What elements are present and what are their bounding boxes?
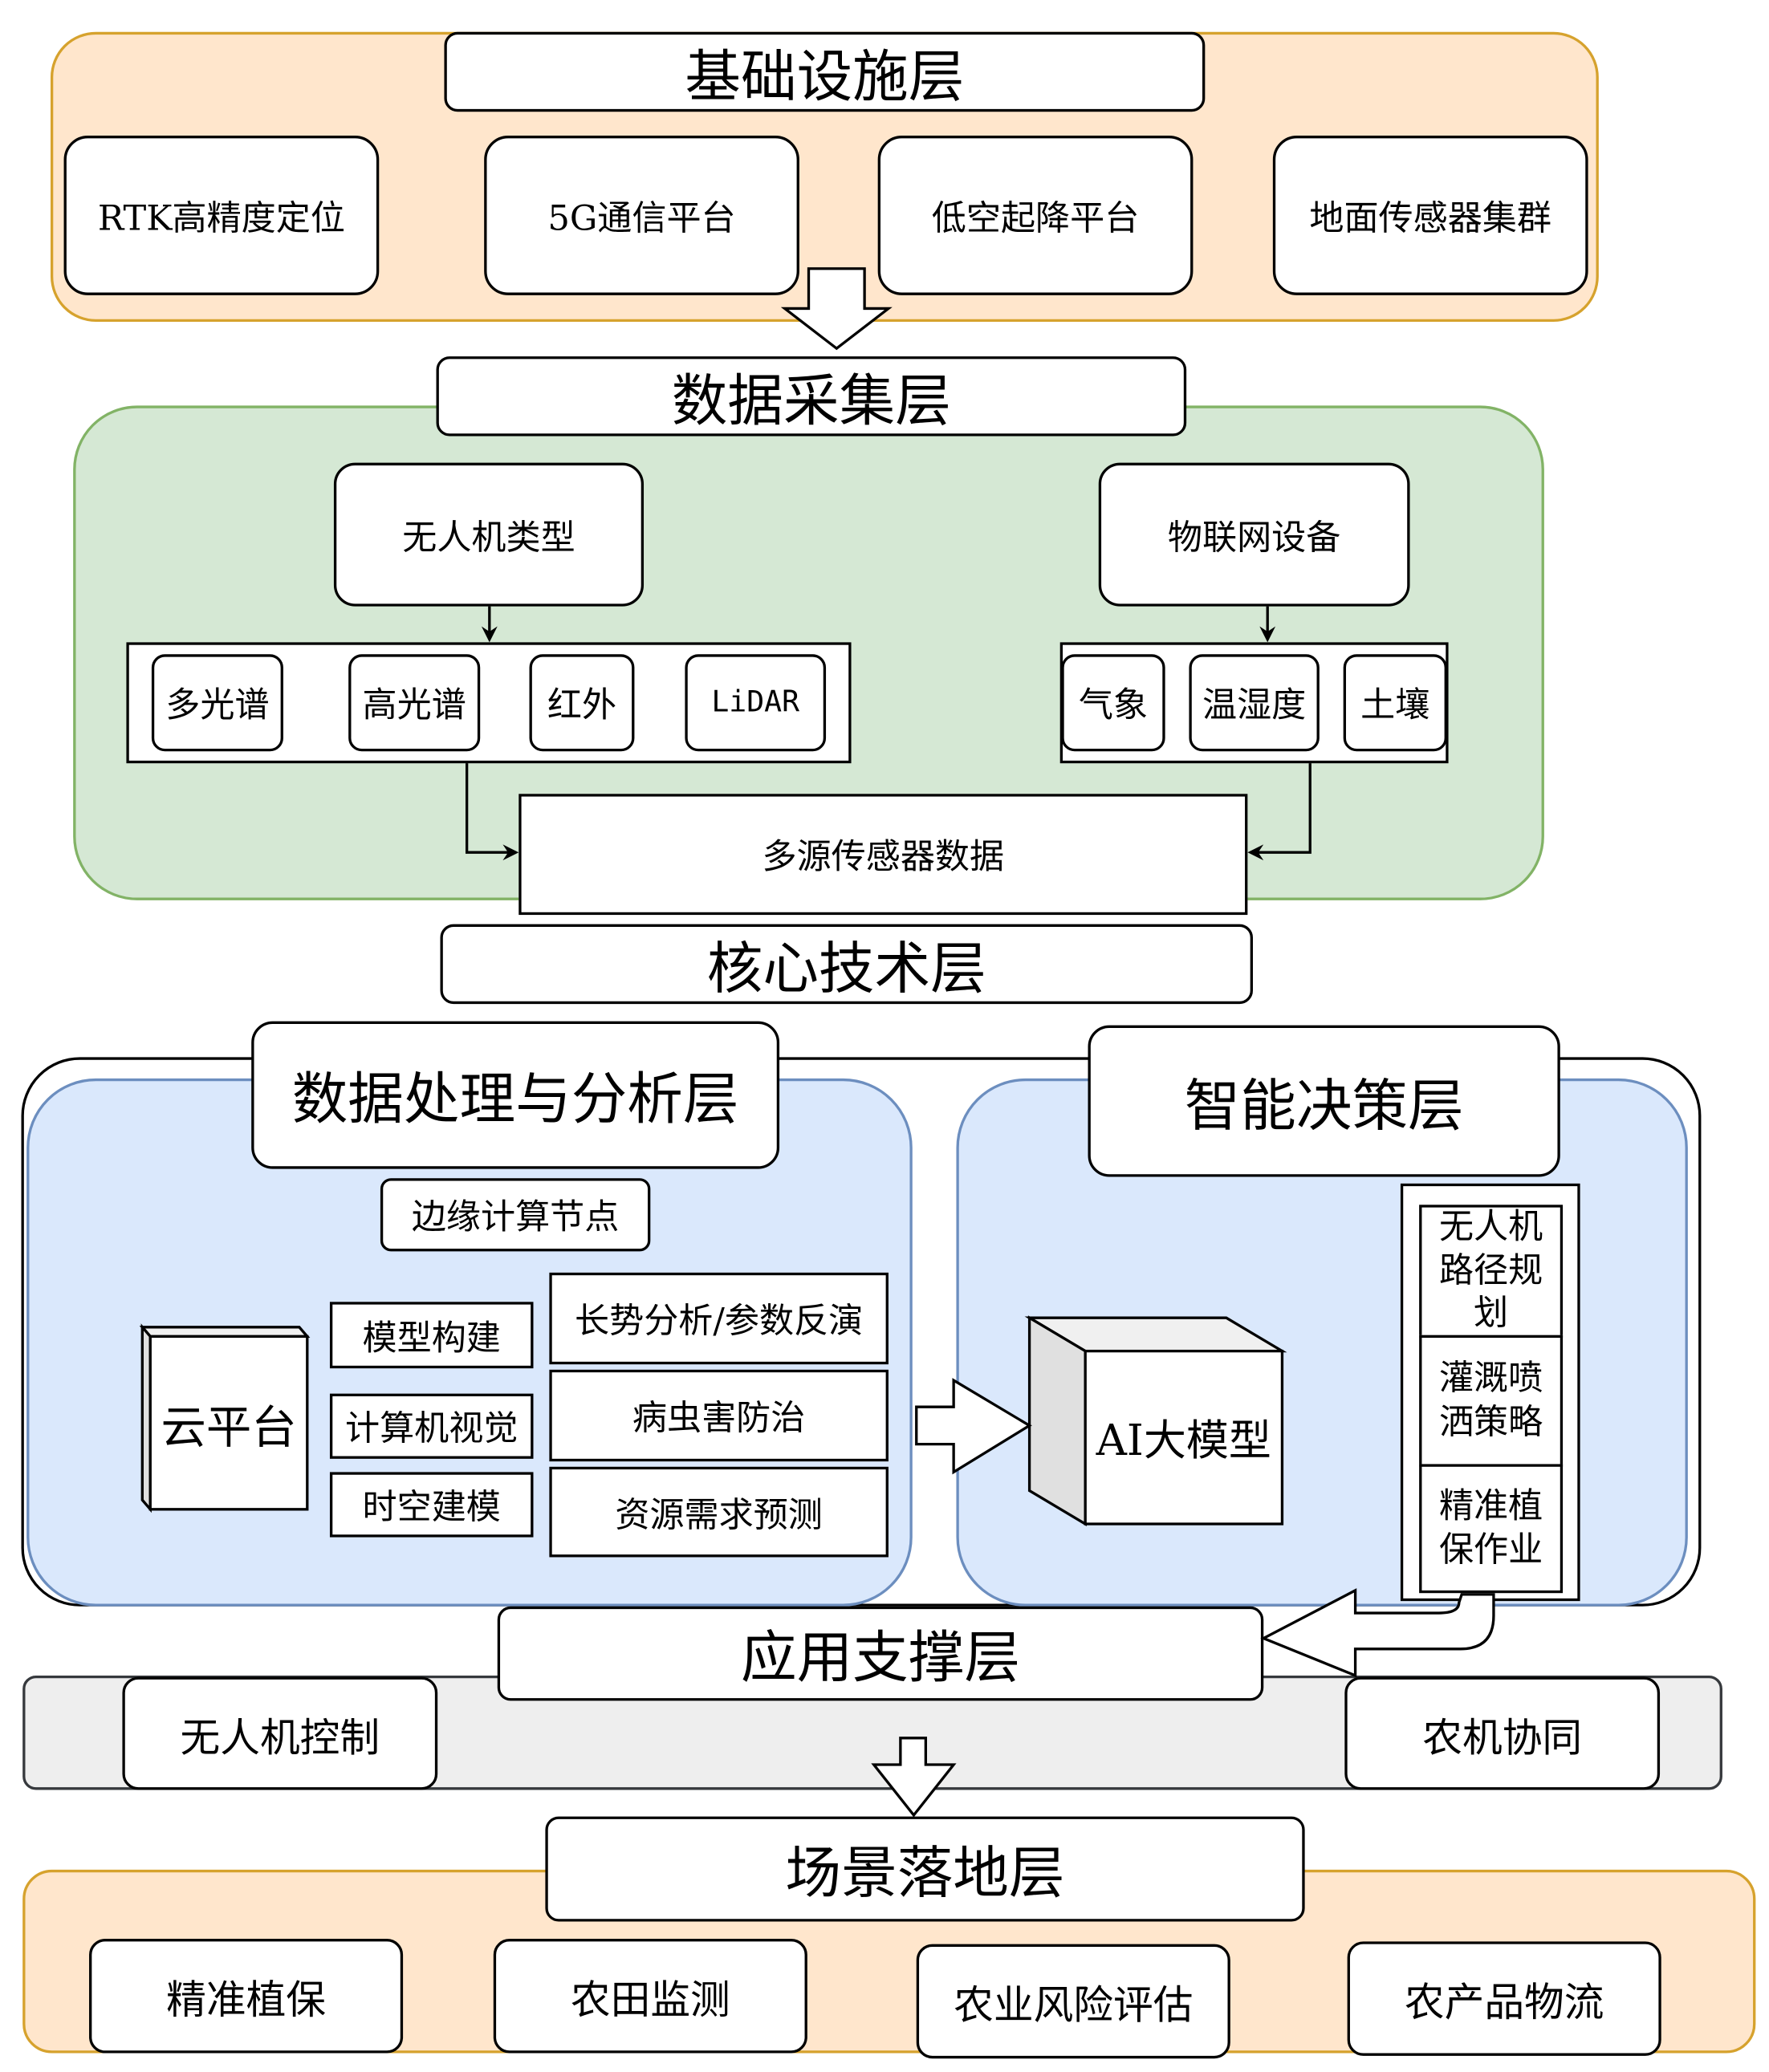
ai-model-label: AI大模型	[1096, 1415, 1271, 1466]
scenario-layer-title: 场景落地层	[545, 1816, 1305, 1922]
multi-source-data-box: 多源传感器数据	[518, 794, 1248, 916]
scenario-item-risk-assessment: 农业风险评估	[916, 1944, 1230, 2059]
infrastructure-layer-title: 基础设施层	[444, 31, 1206, 112]
support-item-uav-control: 无人机控制	[122, 1676, 438, 1790]
edge-computing-node: 边缘计算节点	[380, 1178, 651, 1252]
cloud-platform-box: 云平台	[139, 1323, 311, 1513]
infra-item-landing-platform: 低空起降平台	[877, 136, 1194, 295]
block-arrow-down-2	[871, 1737, 957, 1818]
iot-sensor-weather: 气象	[1061, 654, 1165, 752]
method-computer-vision: 计算机视觉	[329, 1393, 534, 1459]
ai-model-box: AI大模型	[1024, 1315, 1287, 1526]
infra-item-rtk: RTK高精度定位	[63, 136, 380, 295]
decision-output-crop-protection: 精准植保作业	[1419, 1464, 1564, 1594]
data-collection-layer-title: 数据采集层	[436, 356, 1187, 437]
support-item-machinery-collaboration: 农机协同	[1344, 1676, 1661, 1790]
app-pest-control: 病虫害防治	[549, 1369, 889, 1462]
support-layer-title: 应用支撑层	[497, 1606, 1264, 1701]
cloud-platform-label: 云平台	[161, 1400, 297, 1455]
processing-layer-title: 数据处理与分析层	[251, 1021, 780, 1169]
iot-device-box: 物联网设备	[1098, 462, 1410, 607]
infra-item-5g: 5G通信平台	[484, 136, 799, 295]
scenario-item-field-monitoring: 农田监测	[493, 1939, 807, 2054]
block-arrow-to-support-layer	[1260, 1588, 1495, 1678]
app-growth-analysis: 长势分析/参数反演	[549, 1272, 889, 1365]
uav-sensor-multispectral: 多光谱	[151, 654, 283, 752]
uav-sensor-lidar: LiDAR	[685, 654, 827, 752]
block-arrow-to-ai-model	[915, 1378, 1032, 1475]
arrow-iot-sensors-to-fusion	[1247, 763, 1312, 861]
iot-sensor-temp-humidity: 温湿度	[1189, 654, 1320, 752]
core-layer-title: 核心技术层	[440, 924, 1253, 1005]
method-model-building: 模型构建	[329, 1302, 534, 1369]
block-arrow-down-1	[780, 267, 893, 351]
decision-output-irrigation: 灌溉喷洒策略	[1419, 1335, 1564, 1467]
decision-output-uav-path: 无人机路径规划	[1419, 1205, 1564, 1339]
ai-model-3d-shape	[1024, 1315, 1287, 1526]
uav-sensor-infrared: 红外	[529, 654, 635, 752]
uav-sensor-hyperspectral: 高光谱	[348, 654, 481, 752]
iot-sensor-soil: 土壤	[1343, 654, 1447, 752]
infra-item-ground-sensors: 地面传感器集群	[1272, 136, 1588, 295]
decision-layer-title: 智能决策层	[1088, 1025, 1560, 1177]
arrow-uav-sensors-to-fusion	[465, 763, 519, 861]
scenario-item-product-logistics: 农产品物流	[1347, 1941, 1661, 2056]
cloud-platform-3d-shape	[139, 1323, 311, 1513]
app-resource-forecast: 资源需求预测	[549, 1466, 889, 1558]
uav-type-box: 无人机类型	[333, 462, 645, 607]
method-spatiotemporal-modeling: 时空建模	[329, 1472, 534, 1538]
scenario-item-crop-protection: 精准植保	[89, 1939, 404, 2054]
